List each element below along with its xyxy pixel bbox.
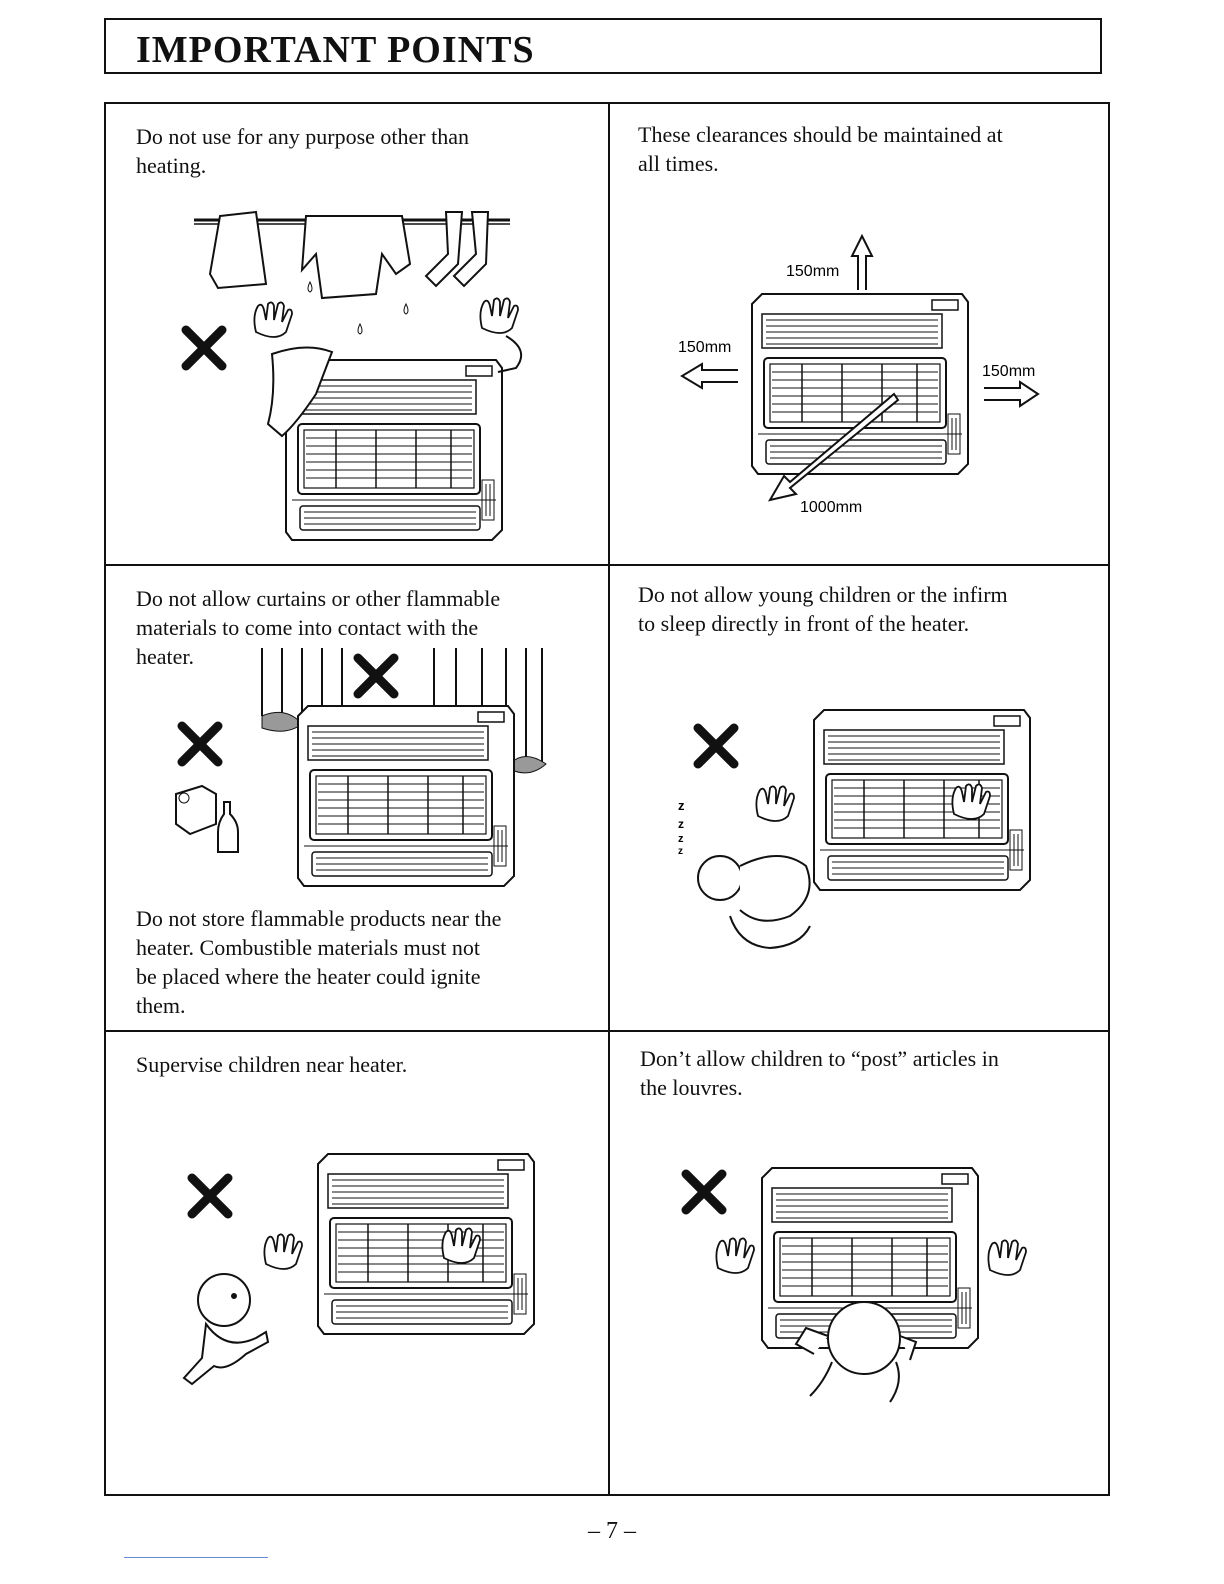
right-hand-icon (479, 297, 519, 334)
row-divider-2 (106, 1030, 1108, 1032)
cross-icon (686, 1174, 722, 1210)
clearance-left-label: 150mm (678, 339, 731, 356)
snore-icon: z (678, 798, 685, 813)
sleeping-person-illustration: z z z z (678, 709, 1031, 950)
clearance-top-label: 150mm (786, 263, 839, 280)
cross-icon (698, 728, 734, 764)
panel-text: Do not allow young children or the infir… (638, 582, 1008, 636)
left-hand-icon (755, 785, 795, 822)
row-divider-1 (106, 564, 1108, 566)
panel-supervise-children: Supervise children near heater. (106, 1032, 608, 1494)
panel-text: Don’t allow children to “post” articles … (640, 1046, 999, 1100)
snore-icon: z (678, 833, 684, 845)
snore-icon: z (678, 846, 683, 857)
heater-icon (751, 293, 969, 475)
panel-text-top: Do not allow curtains or other flammable… (136, 586, 501, 669)
left-hand-icon (263, 1233, 303, 1270)
instruction-grid: Do not use for any purpose other than he… (104, 102, 1110, 1496)
snore-icon: z (678, 817, 684, 831)
child-near-heater-illustration (182, 1153, 535, 1386)
cross-icon (192, 1178, 228, 1214)
child-posting-illustration (610, 1167, 1027, 1403)
column-divider (608, 104, 610, 1494)
title-box: IMPORTANT POINTS (104, 18, 1102, 74)
clearance-right-label: 150mm (982, 363, 1035, 380)
panel-heating-only: Do not use for any purpose other than he… (106, 104, 608, 564)
panel-text: These clearances should be maintained at… (638, 122, 1003, 176)
cross-icon (182, 726, 218, 762)
curtains-illustration (175, 648, 547, 887)
heater-icon (317, 1153, 535, 1335)
cross-icon (186, 330, 222, 366)
footer-rule (124, 1557, 268, 1558)
clearance-front-label: 1000mm (800, 499, 862, 516)
page-number: – 7 – (588, 1518, 636, 1544)
clearance-diagram: 150mm 150mm 150mm 1000mm (678, 233, 1040, 516)
panel-clearances: These clearances should be maintained at… (610, 104, 1112, 564)
clothes-drying-illustration (106, 210, 523, 541)
panel-sleeping: Do not allow young children or the infir… (610, 566, 1112, 1030)
left-hand-icon (715, 1237, 755, 1274)
left-hand-icon (253, 301, 293, 338)
panel-flammable-materials: Do not allow curtains or other flammable… (106, 566, 608, 1030)
page-title: IMPORTANT POINTS (136, 29, 535, 71)
heater-icon (297, 705, 515, 887)
heater-icon (813, 709, 1031, 891)
panel-text: Do not use for any purpose other than he… (136, 124, 469, 178)
cross-icon (358, 658, 394, 694)
right-hand-icon (987, 1239, 1027, 1276)
panel-text-bottom: Do not store flammable products near the… (136, 906, 502, 1018)
panel-text: Supervise children near heater. (136, 1052, 408, 1077)
panel-posting-articles: Don’t allow children to “post” articles … (610, 1032, 1112, 1494)
